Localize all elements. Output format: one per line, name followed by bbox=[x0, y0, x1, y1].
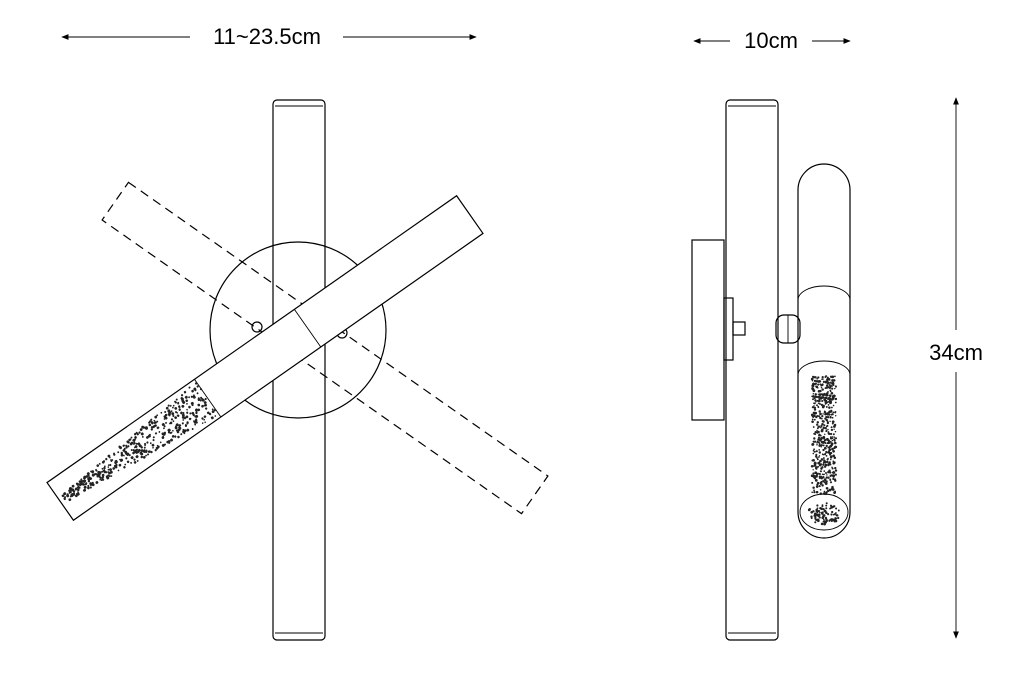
side-joint bbox=[775, 314, 801, 344]
side-mount-pin bbox=[732, 321, 746, 336]
bubble-texture bbox=[61, 382, 217, 502]
side-view bbox=[691, 99, 851, 641]
side-bubble-texture bbox=[807, 375, 840, 526]
side-tube-front bbox=[797, 163, 851, 539]
height-label: 34cm bbox=[929, 340, 983, 365]
height-dimension: 34cm bbox=[929, 97, 983, 639]
front-view bbox=[46, 99, 549, 641]
width-dimension: 11~23.5cm bbox=[61, 24, 477, 49]
side-tube-vertical bbox=[725, 99, 779, 641]
wall-plate bbox=[209, 241, 387, 419]
pivot-left bbox=[251, 321, 263, 333]
depth-dimension: 10cm bbox=[693, 28, 851, 53]
width-label: 11~23.5cm bbox=[213, 24, 321, 49]
depth-label: 10cm bbox=[744, 28, 798, 53]
tube-rotated bbox=[46, 194, 484, 522]
side-mount-bracket bbox=[723, 297, 734, 361]
side-wall-plate bbox=[691, 239, 725, 421]
